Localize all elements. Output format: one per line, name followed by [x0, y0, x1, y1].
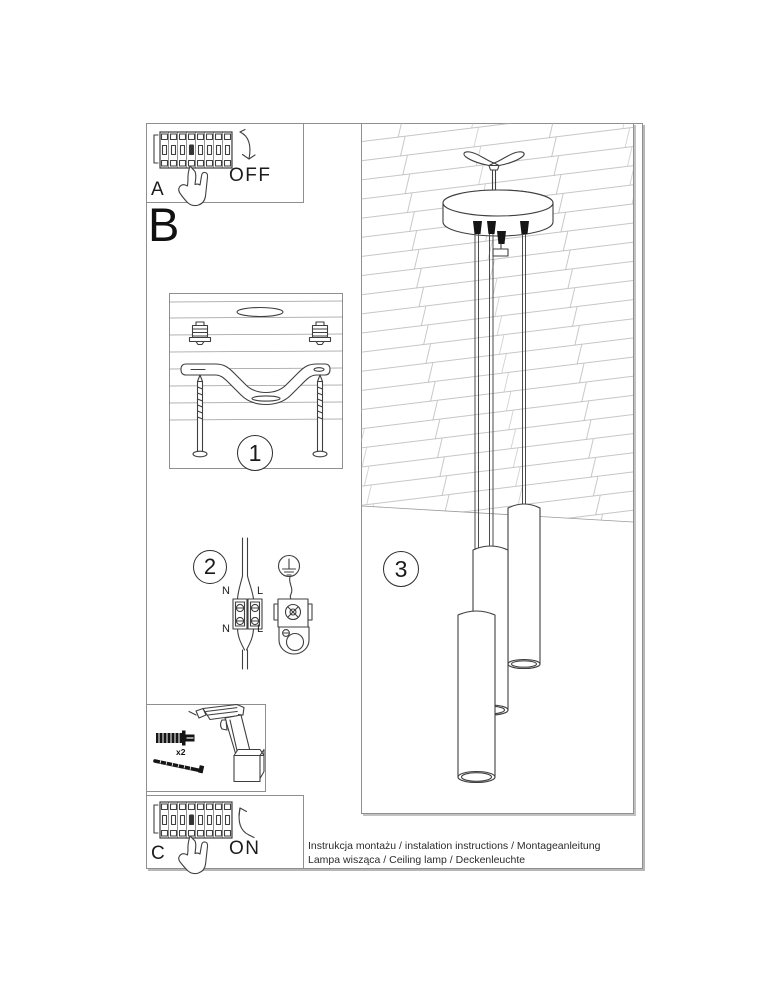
screw-icon — [192, 374, 208, 458]
hand-icon — [178, 835, 209, 875]
ceiling-planks — [361, 123, 634, 523]
junction-hole — [236, 306, 284, 318]
step-number-badge: 3 — [383, 551, 419, 587]
terminal-block — [232, 598, 263, 630]
wall-anchor-icon — [188, 321, 212, 346]
mains-cable — [236, 537, 255, 670]
breaker-panel — [153, 801, 233, 839]
screw-icon — [153, 759, 205, 774]
canopy — [442, 189, 554, 237]
footer-line-1: Instrukcja montażu / instalation instruc… — [308, 840, 601, 852]
canopy-rod — [491, 169, 497, 192]
wire-label-n-out: N — [222, 623, 230, 635]
pendant-cylinder — [507, 503, 541, 670]
pendant-lamp-illustration — [361, 123, 634, 784]
switch-state-off: OFF — [229, 165, 272, 186]
wing-bracket-icon — [463, 151, 525, 171]
cord-grips — [473, 221, 529, 257]
step-number-badge: 2 — [193, 550, 227, 584]
step-2-number: 2 — [203, 554, 217, 579]
step-c-label: C — [151, 843, 165, 864]
ground-clamp — [273, 598, 313, 655]
wiring-illustration — [232, 537, 313, 670]
step-a-label: A — [151, 179, 164, 200]
drill-icon — [188, 703, 265, 783]
hand-icon — [178, 165, 209, 207]
pendant-cylinder — [457, 610, 496, 784]
anchor-qty-label: x2 — [176, 747, 186, 757]
breaker-panel — [153, 131, 233, 169]
switch-state-on: ON — [229, 838, 261, 859]
ground-wire — [289, 576, 293, 600]
step-number-badge: 1 — [237, 435, 273, 471]
ground-symbol-icon — [277, 554, 301, 578]
arrow-down-icon — [239, 128, 256, 160]
wire-label-n-in: N — [222, 585, 230, 597]
breaker-panel-off-illustration — [153, 128, 256, 207]
wire-label-l-out: L — [256, 623, 264, 635]
wire-label-l-in: L — [256, 585, 264, 597]
screw-icon — [312, 374, 328, 458]
arrow-up-icon — [238, 807, 255, 839]
step-1-number: 1 — [248, 439, 262, 466]
footer-text: Instrukcja montażu / instalation instruc… — [308, 839, 600, 867]
wall-anchor-icon — [308, 321, 332, 346]
mounting-bracket — [180, 363, 331, 406]
footer-line-2: Lampa wisząca / Ceiling lamp / Deckenleu… — [308, 854, 526, 866]
mounting-illustration — [169, 300, 343, 458]
breaker-panel-on-illustration — [153, 801, 255, 875]
wall-plug-icon — [156, 730, 195, 746]
tools-illustration — [153, 703, 265, 783]
step-3-number: 3 — [394, 555, 408, 582]
section-b-label: B — [148, 198, 180, 251]
